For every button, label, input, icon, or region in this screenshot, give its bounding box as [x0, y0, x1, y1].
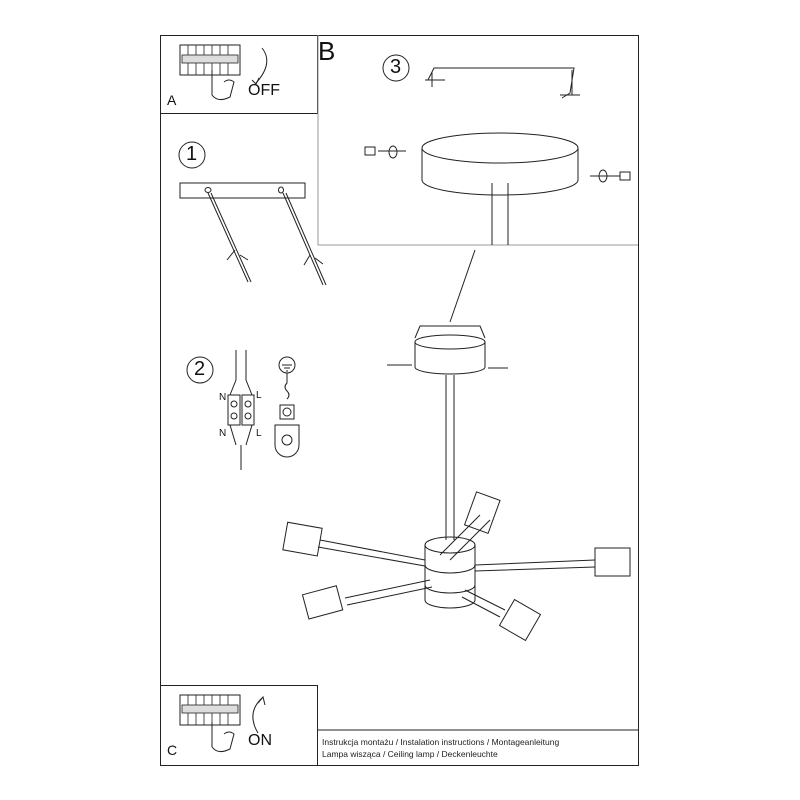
panel-a-off-label: OFF	[248, 82, 280, 99]
outer-frame	[160, 35, 639, 766]
panel-c-letter: C	[167, 742, 178, 758]
step-1-circle	[178, 141, 206, 169]
step-2-number: 2	[194, 358, 206, 380]
circuit-breaker-on-icon	[179, 694, 266, 753]
wire-label-l-bottom: L	[256, 428, 262, 439]
wire-label-n-top: N	[219, 392, 227, 403]
step-1-number: 1	[186, 143, 198, 165]
wire-label-l-top: L	[256, 390, 262, 401]
panel-a-letter: A	[167, 92, 177, 108]
step-2-circle	[186, 356, 214, 384]
footer-line-1: Instrukcja montażu / Instalation instruc…	[322, 737, 560, 747]
step-3-number: 3	[390, 56, 402, 78]
wire-label-n-bottom: N	[219, 428, 227, 439]
step-3-circle	[382, 54, 410, 82]
ceiling-lamp-drawing	[282, 325, 631, 642]
footer-line-2: Lampa wisząca / Ceiling lamp / Deckenleu…	[322, 749, 498, 759]
panel-b-region	[317, 35, 638, 246]
panel-b-letter: B	[318, 36, 336, 66]
terminal-block-wiring	[227, 350, 300, 470]
mounting-bar-with-wires	[179, 182, 327, 286]
panel-c-box	[160, 685, 318, 766]
canopy-bracket-detail	[364, 67, 631, 245]
leader-line	[449, 249, 476, 323]
panel-c-on-label: ON	[248, 732, 272, 749]
circuit-breaker-off-icon	[179, 44, 268, 101]
